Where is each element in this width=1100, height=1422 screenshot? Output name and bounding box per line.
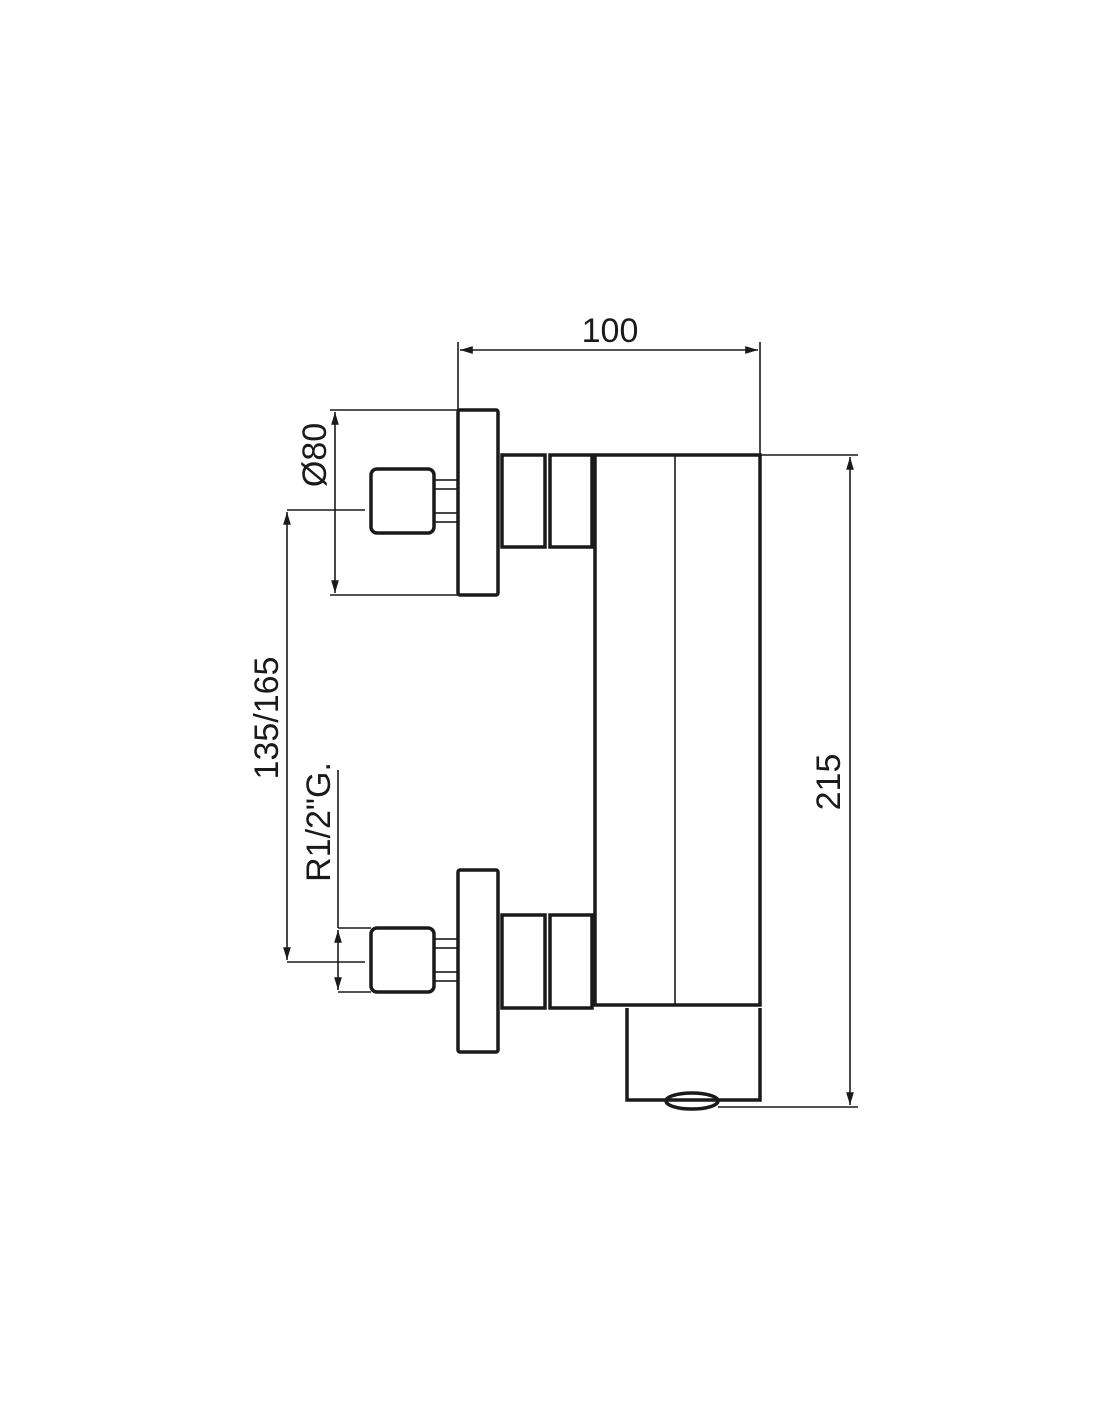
dimension-inlet-spacing-label: 135/165 — [248, 657, 286, 780]
dimension-height-label: 215 — [810, 754, 848, 811]
dimension-thread-label: R1/2"G. — [300, 762, 338, 882]
lower-inlet — [369, 868, 594, 1054]
dimension-width: 100 — [457, 312, 761, 455]
dimension-inlet-spacing: 135/165 — [248, 509, 365, 963]
dimension-flange-diameter-label: Ø80 — [296, 423, 334, 487]
dimension-height: 215 — [718, 454, 858, 1108]
dimension-thread: R1/2"G. — [300, 762, 371, 993]
dimension-flange-diameter: Ø80 — [296, 409, 458, 596]
mixer-body — [593, 453, 762, 1007]
dimension-width-label: 100 — [582, 312, 639, 350]
upper-inlet — [369, 408, 594, 597]
spout — [625, 1008, 762, 1111]
